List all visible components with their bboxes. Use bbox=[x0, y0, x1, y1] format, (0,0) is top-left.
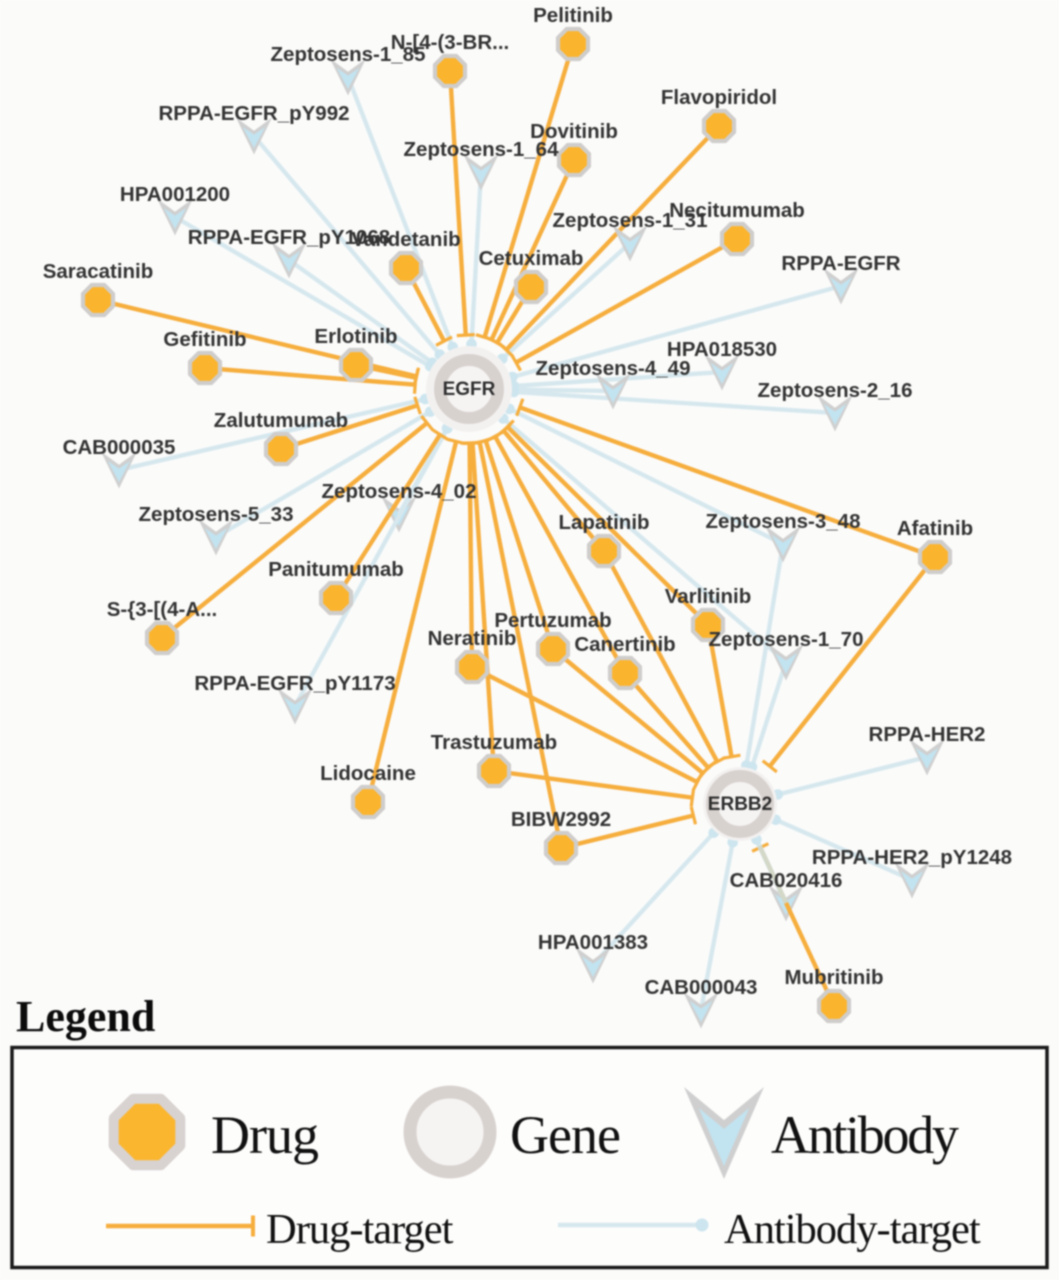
svg-text:Pertuzumab: Pertuzumab bbox=[494, 609, 611, 632]
svg-text:Panitumumab: Panitumumab bbox=[268, 558, 404, 581]
svg-text:RPPA-HER2: RPPA-HER2 bbox=[869, 723, 986, 746]
svg-text:Zeptosens-4_49: Zeptosens-4_49 bbox=[536, 357, 691, 380]
svg-text:Gene: Gene bbox=[510, 1105, 620, 1165]
svg-text:RPPA-EGFR: RPPA-EGFR bbox=[781, 252, 900, 275]
svg-text:Antibody-target: Antibody-target bbox=[724, 1206, 981, 1253]
svg-text:HPA018530: HPA018530 bbox=[667, 338, 777, 361]
svg-text:Canertinib: Canertinib bbox=[574, 633, 675, 656]
svg-text:Afatinib: Afatinib bbox=[897, 517, 973, 540]
svg-text:RPPA-EGFR_pY1173: RPPA-EGFR_pY1173 bbox=[194, 672, 395, 695]
svg-text:Lidocaine: Lidocaine bbox=[320, 762, 416, 785]
svg-text:S-{3-[(4-A...: S-{3-[(4-A... bbox=[107, 598, 217, 621]
svg-text:Erlotinib: Erlotinib bbox=[314, 325, 397, 348]
svg-text:CAB000035: CAB000035 bbox=[63, 436, 176, 459]
svg-text:RPPA-HER2_pY1248: RPPA-HER2_pY1248 bbox=[812, 846, 1012, 869]
svg-text:Mubritinib: Mubritinib bbox=[784, 966, 883, 989]
svg-text:Legend: Legend bbox=[16, 992, 155, 1041]
svg-text:Gefitinib: Gefitinib bbox=[163, 328, 246, 351]
svg-text:Pelitinib: Pelitinib bbox=[533, 4, 613, 27]
svg-text:HPA001200: HPA001200 bbox=[120, 183, 230, 206]
svg-text:BIBW2992: BIBW2992 bbox=[511, 808, 611, 831]
svg-text:Saracatinib: Saracatinib bbox=[43, 260, 154, 283]
svg-text:Cetuximab: Cetuximab bbox=[479, 247, 584, 270]
svg-text:Zeptosens-1_85: Zeptosens-1_85 bbox=[271, 43, 426, 66]
svg-text:Zalutumumab: Zalutumumab bbox=[214, 409, 348, 432]
svg-text:Trastuzumab: Trastuzumab bbox=[431, 731, 557, 754]
svg-text:Drug: Drug bbox=[211, 1105, 318, 1165]
svg-text:Zeptosens-5_33: Zeptosens-5_33 bbox=[139, 503, 294, 526]
svg-text:Zeptosens-3_48: Zeptosens-3_48 bbox=[706, 510, 861, 533]
svg-text:Antibody: Antibody bbox=[771, 1105, 959, 1165]
svg-text:Zeptosens-1_70: Zeptosens-1_70 bbox=[709, 628, 864, 651]
svg-text:Dovitinib: Dovitinib bbox=[530, 120, 618, 143]
svg-text:Vandetanib: Vandetanib bbox=[351, 228, 460, 251]
svg-text:ERBB2: ERBB2 bbox=[708, 794, 772, 815]
svg-text:Zeptosens-4_02: Zeptosens-4_02 bbox=[322, 480, 477, 503]
svg-text:RPPA-EGFR_pY1068: RPPA-EGFR_pY1068 bbox=[188, 226, 390, 249]
svg-text:CAB000043: CAB000043 bbox=[645, 976, 758, 999]
svg-text:Zeptosens-1_31: Zeptosens-1_31 bbox=[553, 209, 708, 232]
svg-text:Drug-target: Drug-target bbox=[266, 1206, 454, 1253]
svg-text:RPPA-EGFR_pY992: RPPA-EGFR_pY992 bbox=[158, 102, 349, 125]
svg-text:EGFR: EGFR bbox=[443, 379, 496, 400]
svg-text:Flavopiridol: Flavopiridol bbox=[661, 86, 777, 109]
svg-text:Zeptosens-2_16: Zeptosens-2_16 bbox=[758, 379, 913, 402]
svg-text:N-[4-(3-BR...: N-[4-(3-BR... bbox=[391, 31, 509, 54]
svg-text:Lapatinib: Lapatinib bbox=[558, 511, 649, 534]
svg-text:CAB020416: CAB020416 bbox=[730, 869, 843, 892]
svg-text:Zeptosens-1_64: Zeptosens-1_64 bbox=[404, 138, 560, 161]
svg-text:Varlitinib: Varlitinib bbox=[665, 585, 752, 608]
svg-text:Necitumumab: Necitumumab bbox=[669, 199, 805, 222]
svg-text:HPA001383: HPA001383 bbox=[538, 931, 648, 954]
svg-text:Neratinib: Neratinib bbox=[428, 627, 517, 650]
